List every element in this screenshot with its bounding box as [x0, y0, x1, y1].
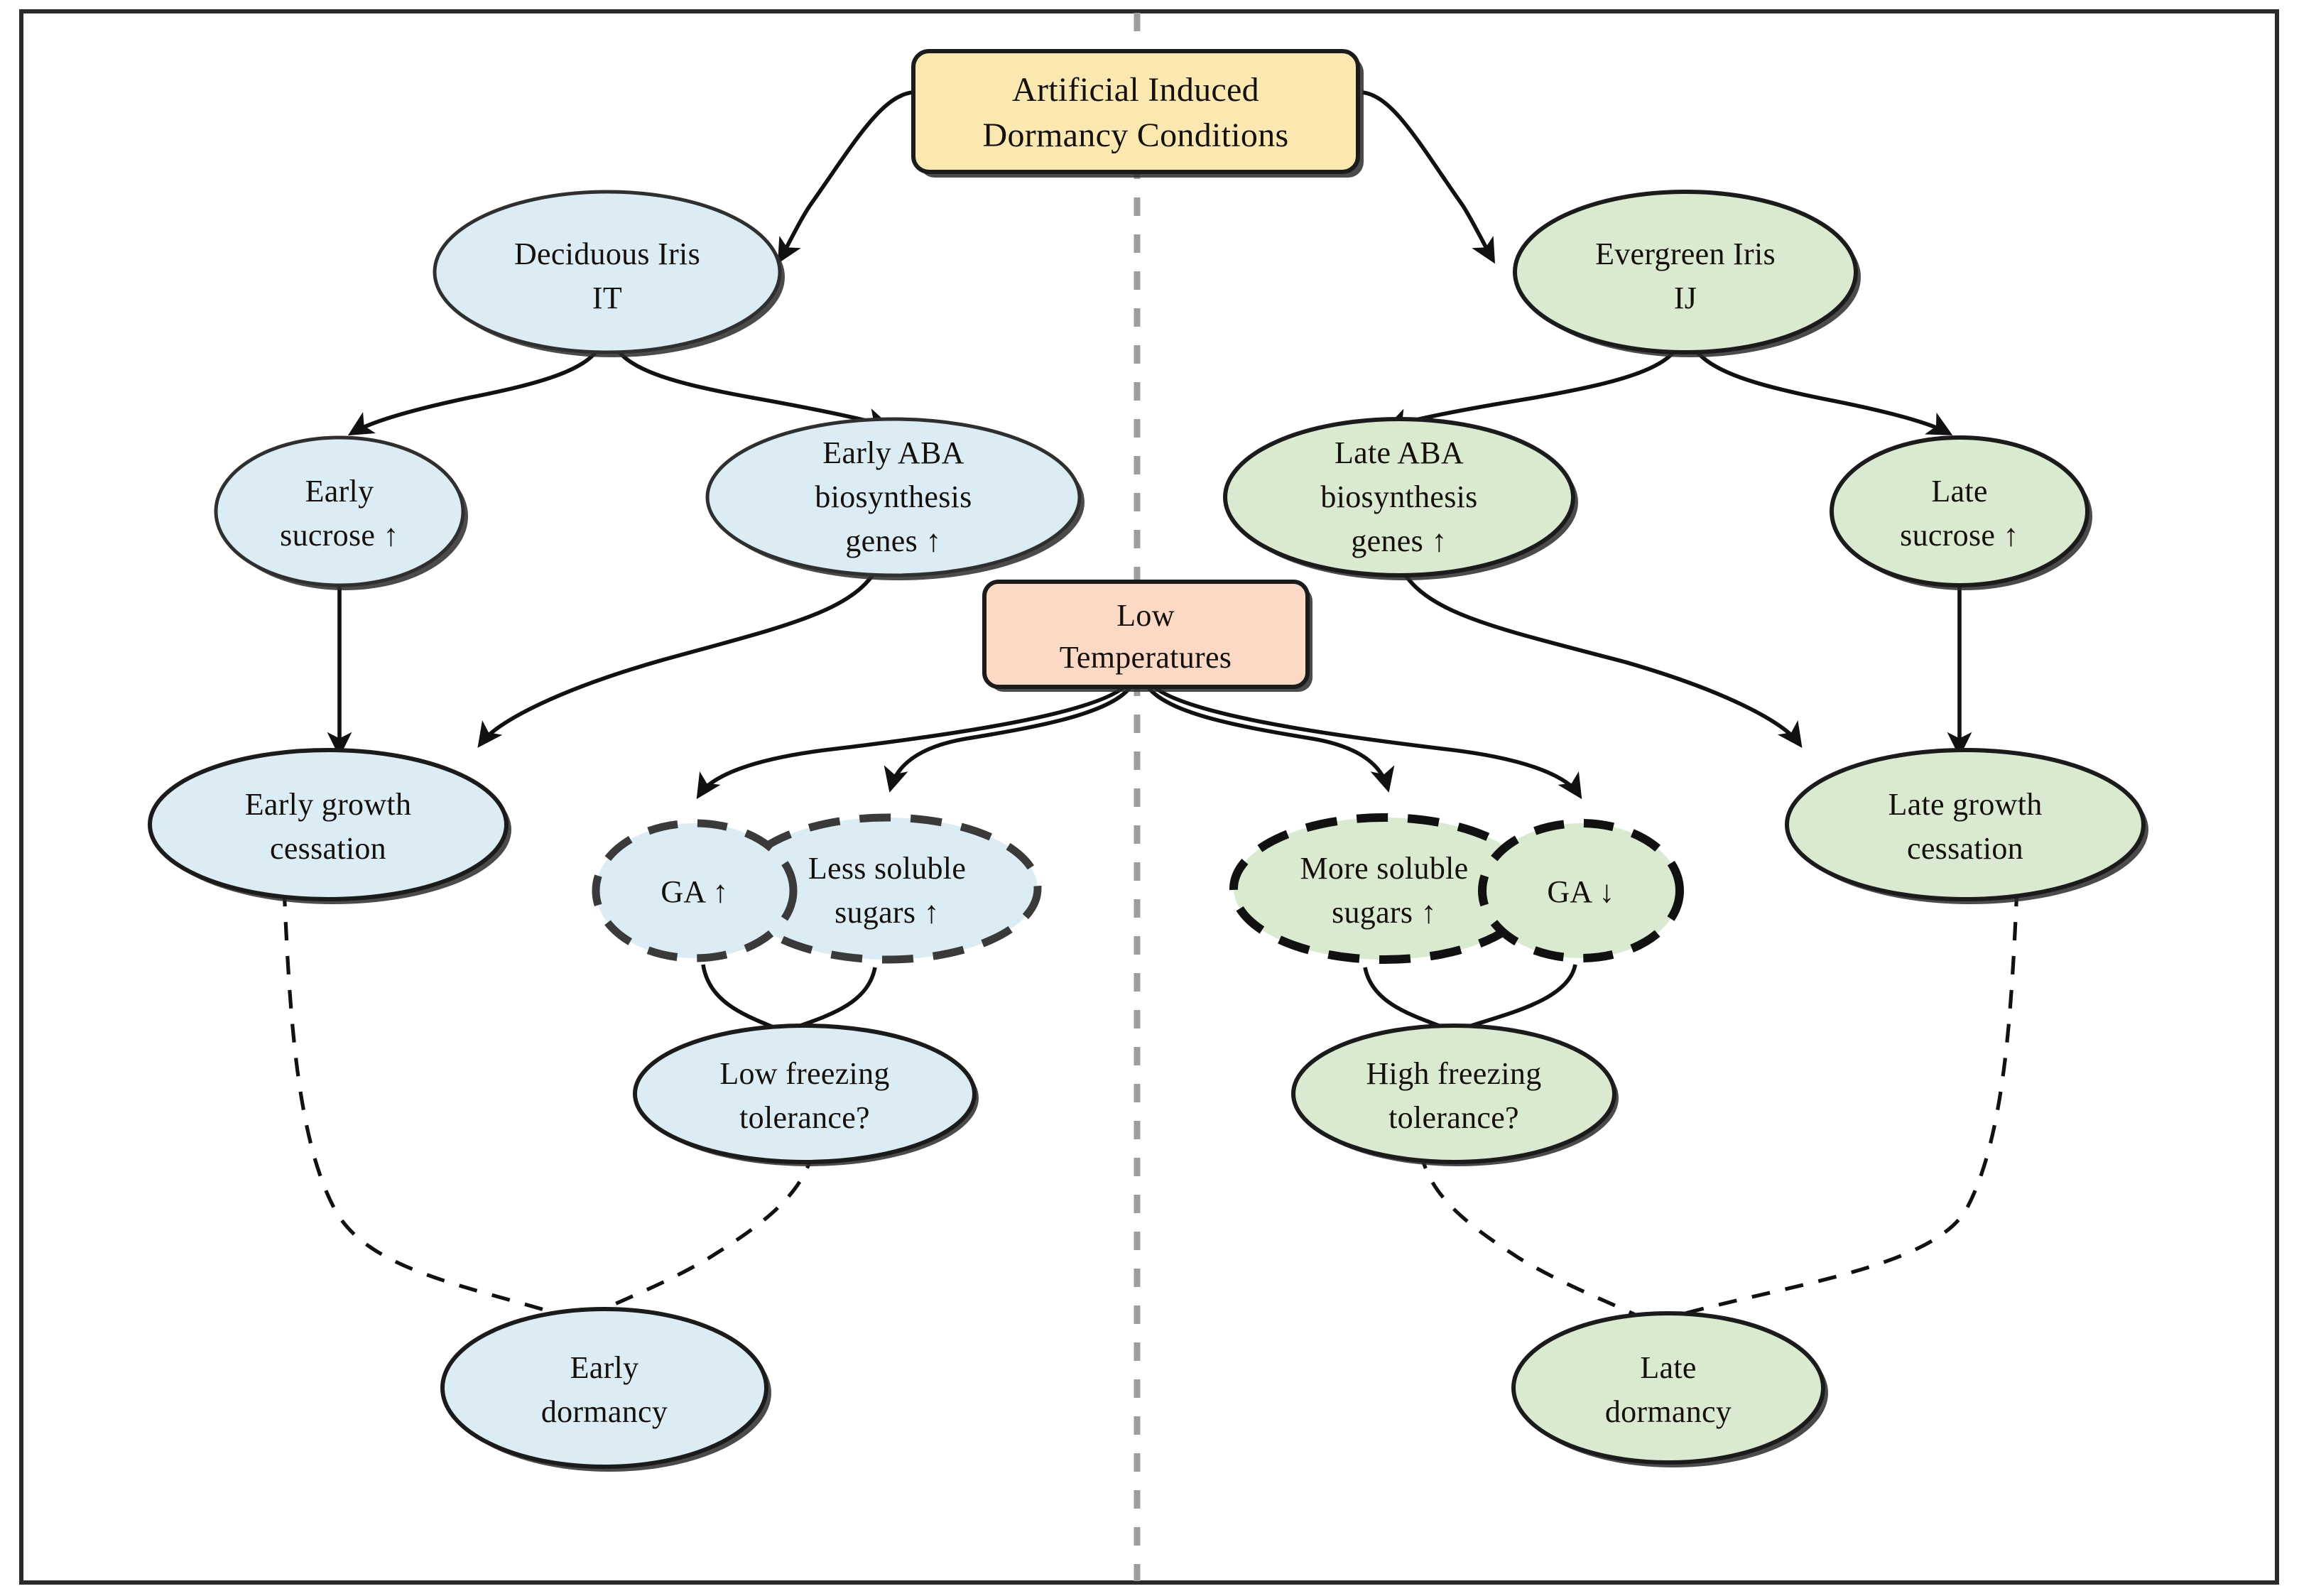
node-label-line1: More soluble	[1300, 851, 1468, 886]
node-low-temperatures[interactable]: Low Temperatures	[982, 580, 1312, 692]
node-shape	[148, 748, 509, 901]
edge-lowtemp-to-less-soluble-sugars	[884, 680, 1136, 793]
edge-more-sugars-to-high-freezing	[1363, 967, 1452, 1032]
node-shape	[214, 435, 465, 587]
node-label-line1: Low	[1116, 598, 1175, 633]
node-label-line2: biosynthesis	[1320, 479, 1477, 514]
node-ga-down[interactable]: GA ↓	[1478, 819, 1684, 962]
node-shape	[1223, 417, 1575, 577]
node-shape	[433, 190, 782, 354]
node-shape	[592, 819, 798, 962]
node-label-line2: dormancy	[541, 1394, 668, 1429]
node-label-line2: IT	[592, 281, 622, 315]
node-label-line2: dormancy	[1605, 1394, 1732, 1429]
node-label-line1: Late	[1931, 474, 1987, 509]
edge-lowtemp-to-more-soluble-sugars	[1143, 680, 1395, 793]
node-shape	[1513, 190, 1858, 354]
node-ga-up[interactable]: GA ↑	[592, 819, 798, 962]
node-label-line2: tolerance?	[1388, 1100, 1519, 1135]
node-shape	[1511, 1311, 1825, 1465]
node-label-line1: Early	[570, 1350, 639, 1385]
node-shape	[1830, 435, 2089, 587]
node-label-line1: Early	[305, 474, 374, 509]
edge-ga-up-to-low-freezing	[701, 964, 781, 1032]
node-label-line1: Less soluble	[808, 851, 966, 886]
diagram-border	[19, 9, 2279, 1585]
node-label-line2: IJ	[1674, 281, 1697, 315]
node-label-line2: sugars ↑	[835, 895, 940, 930]
node-label-line3: genes ↑	[845, 523, 941, 558]
node-early-aba-biosynthesis-genes[interactable]: Early ABA biosynthesis genes ↑	[705, 417, 1085, 580]
node-high-freezing-tolerance[interactable]: High freezing tolerance?	[1291, 1024, 1619, 1166]
edge-deciduous-to-early-sucrose	[347, 339, 604, 436]
node-label-line3: genes ↑	[1351, 523, 1447, 558]
edge-less-sugars-to-low-freezing	[788, 967, 877, 1032]
node-label-line1: Early growth	[245, 787, 412, 822]
node-early-growth-cessation[interactable]: Early growth cessation	[148, 748, 511, 904]
node-label-line1: GA ↑	[661, 874, 728, 909]
edge-artificial-to-evergreen	[1362, 90, 1496, 264]
node-late-sucrose[interactable]: Late sucrose ↑	[1830, 435, 2092, 590]
node-label-line2: sugars ↑	[1332, 895, 1437, 930]
edge-high-freezing-to-late-dormancy	[1418, 1150, 1649, 1323]
node-low-freezing-tolerance[interactable]: Low freezing tolerance?	[633, 1024, 979, 1166]
node-label-line1: Late growth	[1888, 787, 2042, 822]
edge-lowtemp-to-ga-down	[1147, 680, 1582, 800]
node-label-line1: Evergreen Iris	[1595, 237, 1776, 271]
node-label-line2: cessation	[1907, 831, 2023, 866]
node-label-line2: Temperatures	[1060, 640, 1232, 675]
node-late-dormancy[interactable]: Late dormancy	[1511, 1311, 1828, 1467]
node-early-sucrose[interactable]: Early sucrose ↑	[214, 435, 468, 590]
edge-artificial-to-deciduous	[778, 90, 913, 264]
node-label-line1: Low freezing	[719, 1056, 889, 1091]
dashed-edges-group	[282, 887, 2019, 1323]
edge-early-aba-to-growth-cessation	[477, 560, 883, 748]
node-label-line1: Artificial Induced	[1012, 71, 1259, 109]
node-deciduous-iris[interactable]: Deciduous Iris IT	[433, 190, 785, 357]
node-label-line1: High freezing	[1366, 1056, 1541, 1091]
edge-lowtemp-to-ga-up	[696, 680, 1131, 800]
edge-late-aba-to-growth-cessation	[1396, 560, 1803, 748]
node-late-aba-biosynthesis-genes[interactable]: Late ABA biosynthesis genes ↑	[1223, 417, 1578, 580]
node-label-line1: Late ABA	[1335, 435, 1464, 470]
node-shape	[1785, 748, 2146, 901]
node-label-line2: biosynthesis	[815, 479, 972, 514]
node-more-soluble-sugars[interactable]: More soluble sugars ↑	[1229, 813, 1539, 964]
node-label-line2: tolerance?	[739, 1100, 870, 1135]
node-label-line2: sucrose ↑	[1900, 518, 2019, 553]
node-late-growth-cessation[interactable]: Late growth cessation	[1785, 748, 2148, 904]
node-shape	[982, 580, 1310, 689]
node-shape	[1478, 819, 1684, 962]
edge-ga-down-to-high-freezing	[1458, 964, 1577, 1032]
node-label-line1: Early ABA	[822, 435, 964, 470]
node-shape	[911, 49, 1360, 174]
node-shape	[705, 417, 1082, 577]
node-label-line1: Deciduous Iris	[514, 237, 700, 271]
node-less-soluble-sugars[interactable]: Less soluble sugars ↑	[732, 813, 1042, 964]
node-artificial-induced-dormancy-conditions[interactable]: Artificial Induced Dormancy Conditions	[911, 49, 1364, 178]
edge-low-freezing-to-early-dormancy	[582, 1150, 815, 1322]
node-shape	[633, 1024, 977, 1164]
edge-early-growth-cessation-to-early-dormancy	[282, 887, 573, 1320]
node-shape	[440, 1307, 768, 1469]
edge-evergreen-to-late-sucrose	[1688, 339, 1953, 435]
edges-group	[327, 90, 1972, 1032]
edge-late-growth-cessation-to-late-dormancy	[1658, 887, 2019, 1323]
node-evergreen-iris[interactable]: Evergreen Iris IJ	[1513, 190, 1861, 357]
node-label-line2: cessation	[270, 831, 386, 866]
node-label-line1: GA ↓	[1547, 874, 1614, 909]
node-label-line2: Dormancy Conditions	[983, 116, 1289, 154]
node-early-dormancy[interactable]: Early dormancy	[440, 1307, 771, 1472]
node-label-line1: Late	[1640, 1350, 1696, 1385]
node-shape	[1291, 1024, 1616, 1164]
node-label-line2: sucrose ↑	[280, 518, 399, 553]
